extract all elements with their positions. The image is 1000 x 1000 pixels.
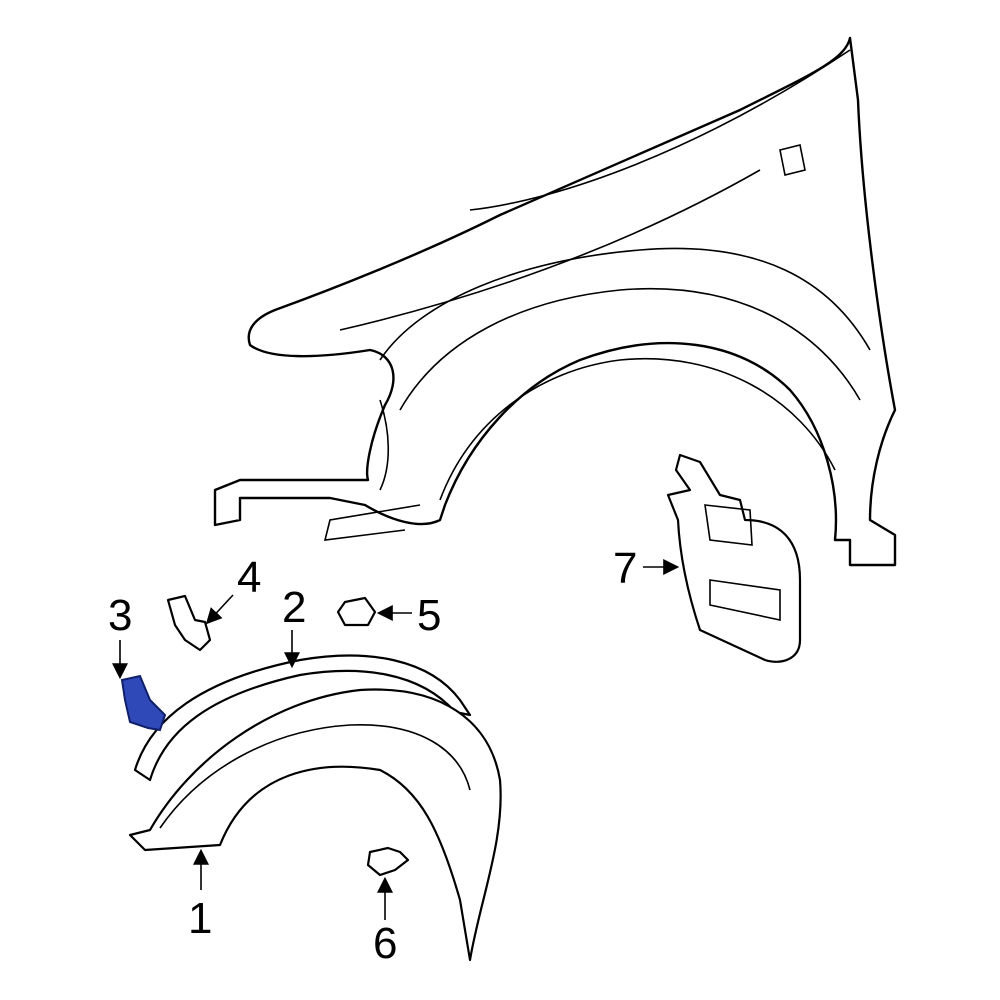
clip-3 — [120, 674, 167, 732]
retainer-4 — [166, 594, 212, 652]
fender-flare-part — [128, 688, 502, 962]
callout-arrows — [112, 559, 680, 920]
callout-1: 1 — [188, 894, 212, 943]
callout-6: 6 — [373, 919, 397, 968]
callout-5: 5 — [417, 591, 441, 640]
callout-3: 3 — [108, 591, 132, 640]
fender — [213, 36, 897, 567]
mud-guard-part — [666, 453, 802, 663]
callout-4: 4 — [237, 553, 261, 602]
callout-2: 2 — [282, 583, 306, 632]
callout-7: 7 — [613, 544, 637, 593]
flare-seal-part — [133, 654, 472, 782]
nut-5 — [336, 596, 377, 627]
bolt-6 — [366, 846, 410, 877]
